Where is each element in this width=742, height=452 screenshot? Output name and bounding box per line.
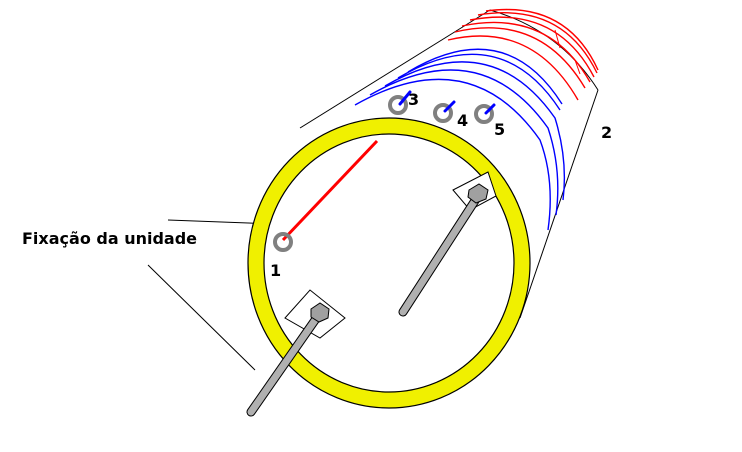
red-wire — [281, 139, 379, 242]
terminal-1-label: 1 — [270, 261, 282, 280]
rear-rod-assembly — [398, 171, 497, 317]
fixation-label: Fixação da unidade — [22, 229, 198, 248]
terminals — [273, 95, 494, 252]
terminal-5 — [474, 104, 494, 124]
front-rod-assembly — [246, 289, 346, 417]
terminal-1 — [273, 232, 293, 252]
terminal-3 — [388, 95, 408, 115]
cylinder-top-edge — [299, 9, 491, 129]
blue-coil — [354, 48, 566, 231]
cylinder-back-edge — [489, 9, 599, 91]
terminal-4-label: 4 — [457, 111, 469, 130]
front-nut — [310, 302, 330, 323]
cylinder-bottom-edge — [519, 89, 599, 319]
terminal-4 — [433, 103, 453, 123]
yellow-ring — [247, 117, 531, 409]
red-coil — [447, 8, 599, 101]
terminal-3-label: 3 — [408, 90, 420, 109]
terminal-wires — [398, 90, 496, 115]
rear-nut — [467, 183, 489, 204]
leader-line-lower — [147, 264, 256, 371]
coil-2-label: 2 — [601, 123, 613, 142]
terminal-5-label: 5 — [494, 120, 506, 139]
